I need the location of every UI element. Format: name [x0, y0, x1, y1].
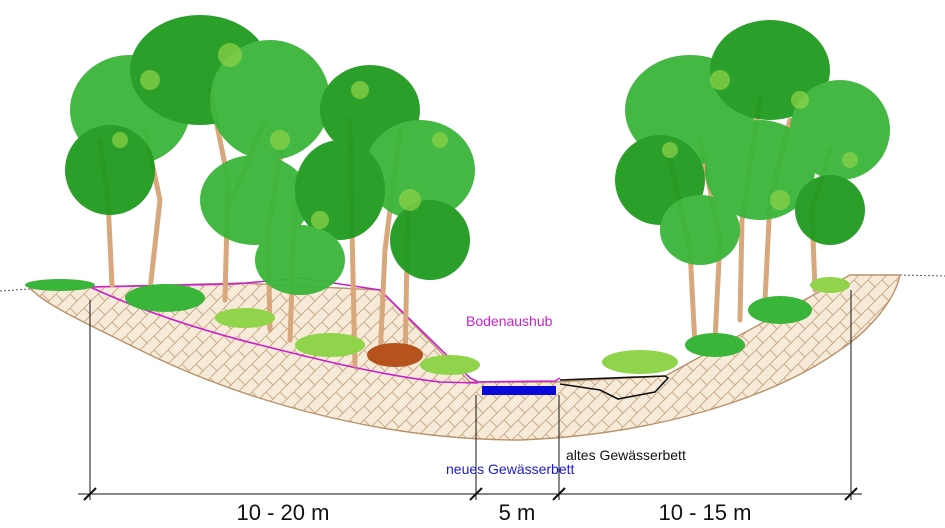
- ground-line-left: [0, 288, 31, 292]
- old-streambed-shape: [559, 375, 670, 400]
- dim-tick-2: [469, 487, 483, 501]
- dim-tick-3: [552, 487, 566, 501]
- dim-label-right: 10 - 15 m: [659, 500, 752, 525]
- new-streambed-water: [482, 386, 556, 395]
- dim-label-channel: 5 m: [499, 500, 536, 525]
- dim-tick-1: [83, 487, 97, 501]
- label-new-streambed: neues Gewässerbett: [446, 461, 575, 477]
- ground-line-right: [899, 274, 945, 277]
- label-old-streambed: altes Gewässerbett: [566, 447, 686, 463]
- label-soil-excavation: Bodenaushub: [466, 313, 553, 329]
- dim-tick-4: [844, 487, 858, 501]
- trees-left: [25, 15, 480, 375]
- trees-right: [602, 20, 890, 374]
- dim-label-left: 10 - 20 m: [237, 500, 330, 525]
